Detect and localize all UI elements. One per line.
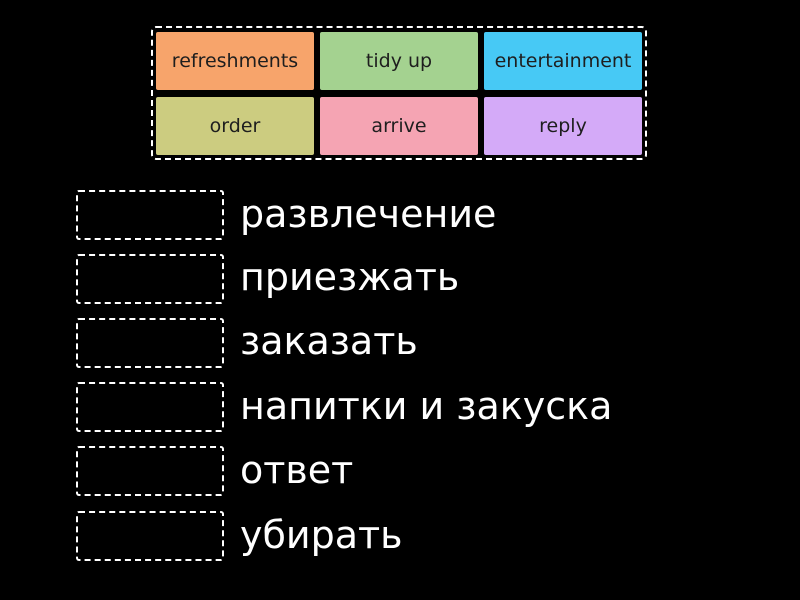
drop-slot-1[interactable]	[76, 190, 224, 240]
tile-refreshments[interactable]: refreshments	[156, 32, 314, 90]
drop-slot-5[interactable]	[76, 446, 224, 496]
drop-slot-4[interactable]	[76, 382, 224, 432]
drop-slot-2[interactable]	[76, 254, 224, 304]
word-bank	[151, 26, 647, 160]
tile-reply[interactable]: reply	[484, 97, 642, 155]
tile-entertainment[interactable]: entertainment	[484, 32, 642, 90]
prompt-text: ответ	[240, 448, 354, 492]
prompt-text: заказать	[240, 319, 418, 363]
tile-order[interactable]: order	[156, 97, 314, 155]
drop-slot-6[interactable]	[76, 511, 224, 561]
prompt-text: развлечение	[240, 192, 497, 236]
tile-arrive[interactable]: arrive	[320, 97, 478, 155]
tile-tidy-up[interactable]: tidy up	[320, 32, 478, 90]
prompt-text: приезжать	[240, 255, 460, 299]
prompt-text: напитки и закуска	[240, 384, 613, 428]
drop-slot-3[interactable]	[76, 318, 224, 368]
prompt-text: убирать	[240, 513, 403, 557]
